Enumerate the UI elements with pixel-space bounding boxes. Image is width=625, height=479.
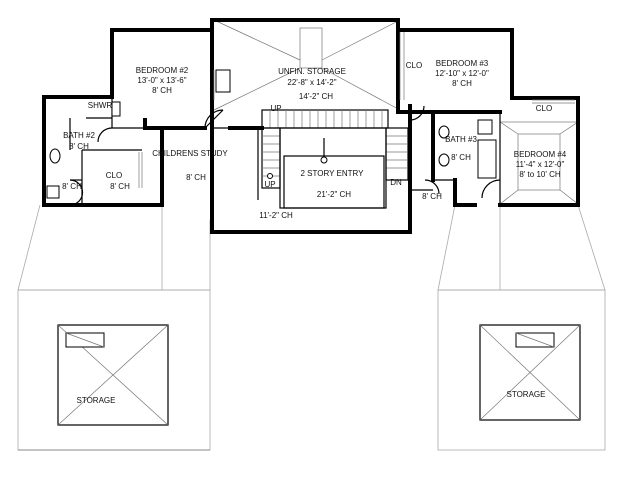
- toilet-bath2: [46, 185, 60, 199]
- entry-name: 2 STORY ENTRY: [301, 169, 365, 178]
- bedroom4-ceiling: 8' to 10' CH: [519, 170, 561, 179]
- storage-left-name: STORAGE: [77, 396, 116, 405]
- toilet-bath3: [477, 119, 493, 135]
- closet-left-name: CLO: [106, 171, 122, 180]
- room-labels: BEDROOM #2 13'-0" x 13'-6" 8' CH UNFIN. …: [62, 59, 567, 405]
- walls: [42, 18, 580, 234]
- bath2-ceiling: 8' CH: [69, 142, 89, 151]
- bedroom2-name: BEDROOM #2: [136, 66, 189, 75]
- bath3-ceiling: 8' CH: [451, 153, 471, 162]
- unfin-storage-size: 22'-8" x 14'-2": [287, 78, 336, 87]
- left-alcove-ceiling: 8' CH: [62, 182, 82, 191]
- storage-right-name: STORAGE: [507, 390, 546, 399]
- bedroom2-size: 13'-0" x 13'-6": [137, 76, 186, 85]
- bath-fixtures: [46, 101, 497, 199]
- study-ceiling: 8' CH: [186, 173, 206, 182]
- staircase: [261, 109, 409, 209]
- closet-shelves: [138, 32, 575, 188]
- bedroom3-closet-label: CLO: [406, 61, 422, 70]
- tub-bath3: [477, 139, 497, 179]
- roof-outline-lines: [17, 204, 606, 291]
- sink-bath3-b: [438, 153, 450, 167]
- sink-bath3: [438, 125, 450, 139]
- door-swings: [69, 105, 501, 206]
- storage-right-block: [437, 289, 606, 451]
- stair-up-label-top: UP: [270, 104, 281, 113]
- right-alcove-ceiling: 8' CH: [422, 192, 442, 201]
- unfin-storage-name: UNFIN. STORAGE: [278, 67, 346, 76]
- sink-bath2: [49, 148, 61, 164]
- bedroom4-closet-label: CLO: [536, 104, 552, 113]
- bedroom4-name: BEDROOM #4: [514, 150, 567, 159]
- storage-left-block: [17, 289, 211, 451]
- study-name: CHILDRENS STUDY: [152, 149, 228, 158]
- bedroom3-ceiling: 8' CH: [452, 79, 472, 88]
- bath3-name: BATH #3: [445, 135, 477, 144]
- bath2-name: BATH #2: [63, 131, 95, 140]
- entry-ceiling: 21'-2" CH: [317, 190, 351, 199]
- shower-valve: [111, 101, 121, 117]
- unfin-storage-roof: [213, 19, 401, 111]
- shower-label: SHWR: [88, 101, 113, 110]
- closet-left-ceiling: 8' CH: [110, 182, 130, 191]
- stair-up-label: UP: [264, 180, 275, 189]
- bedroom4-size: 11'-4" x 12'-0": [516, 160, 565, 169]
- stair-down-label: DN: [390, 178, 402, 187]
- bedroom3-size: 12'-10" x 12'-0": [435, 69, 489, 78]
- bedroom3-name: BEDROOM #3: [436, 59, 489, 68]
- bedroom2-ceiling: 8' CH: [152, 86, 172, 95]
- hall-ceiling: 11'-2" CH: [259, 211, 293, 220]
- unfin-storage-ceiling: 14'-2" CH: [299, 92, 333, 101]
